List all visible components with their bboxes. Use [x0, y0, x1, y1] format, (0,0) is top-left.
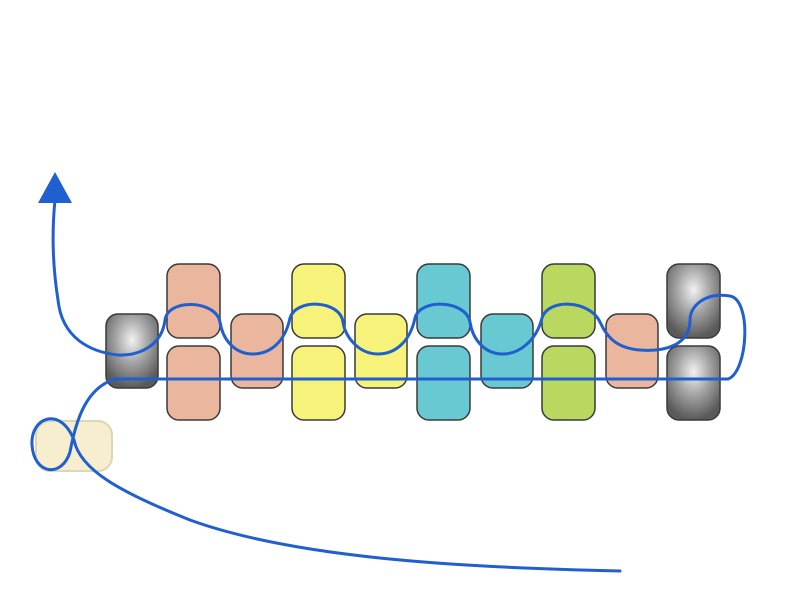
bead-10-top	[666, 263, 721, 339]
thread-tail	[72, 438, 622, 573]
bead-4-bottom	[291, 345, 346, 421]
bead-5	[354, 313, 408, 389]
bead-1	[105, 313, 159, 389]
bead-3	[230, 313, 284, 389]
bead-2-top	[166, 263, 221, 339]
bead-7	[480, 313, 534, 389]
bead-6-bottom	[416, 345, 471, 421]
bead-10-bottom	[666, 345, 721, 421]
thread-stop-loop	[30, 377, 117, 471]
bead-2-bottom	[166, 345, 221, 421]
thread	[30, 198, 747, 573]
bead-4-top	[291, 263, 346, 339]
bead-row	[105, 263, 721, 421]
bead-8-top	[541, 263, 596, 339]
thread-return-wave	[56, 293, 747, 381]
thread-exit	[51, 198, 60, 302]
bead-6-top	[416, 263, 471, 339]
stop-bead	[35, 420, 113, 472]
bead-8-bottom	[541, 345, 596, 421]
arrow-up-icon	[38, 172, 72, 203]
